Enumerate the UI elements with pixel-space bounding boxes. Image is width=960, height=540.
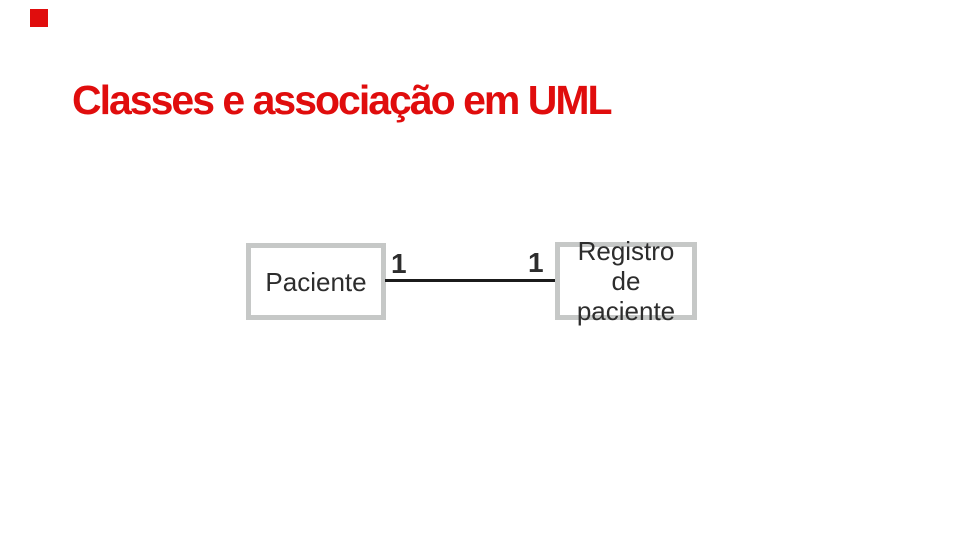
uml-class-paciente: Paciente: [246, 243, 386, 320]
uml-class-paciente-label: Paciente: [265, 266, 367, 297]
slide-title: Classes e associação em UML: [72, 77, 613, 124]
association-line: [385, 279, 555, 282]
multiplicity-right: 1: [528, 247, 544, 278]
multiplicity-left: 1: [391, 248, 407, 279]
uml-class-registro-label-line1: Registro: [577, 236, 675, 266]
uml-class-registro-de-paciente: Registro de paciente: [555, 236, 697, 326]
uml-class-registro-label-line2: de paciente: [576, 266, 676, 326]
corner-accent-square: [30, 9, 48, 27]
